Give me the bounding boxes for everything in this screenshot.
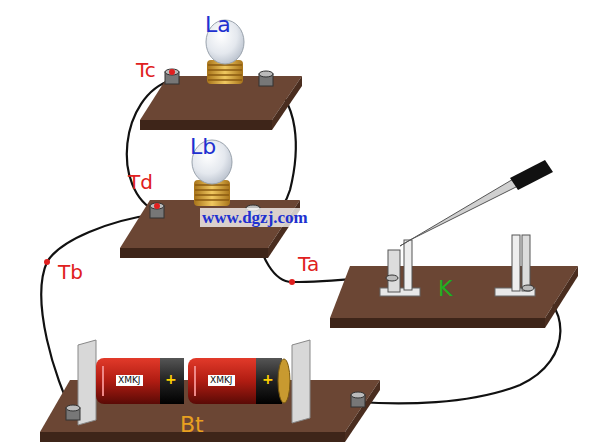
knife-switch: [330, 160, 578, 328]
lamp-label: Lb: [190, 136, 216, 158]
terminal-label: Td: [128, 172, 153, 192]
polarity-mark: +: [165, 372, 177, 386]
polarity-mark: +: [262, 372, 274, 386]
terminal-label: Tc: [136, 60, 156, 80]
terminal: [165, 69, 273, 86]
battery-brand: XMKJ: [208, 375, 235, 386]
terminal-dot: [44, 69, 295, 285]
lamp-board: [140, 76, 302, 130]
watermark: www.dgzj.com: [200, 208, 310, 227]
terminal-label: Tb: [58, 262, 83, 282]
battery-brand: XMKJ: [116, 375, 143, 386]
battery-label: Bt: [180, 414, 204, 436]
terminal-label: Ta: [298, 254, 319, 274]
lamp-label: La: [205, 14, 231, 36]
switch-label: K: [438, 278, 452, 300]
battery-holder: [40, 340, 380, 442]
